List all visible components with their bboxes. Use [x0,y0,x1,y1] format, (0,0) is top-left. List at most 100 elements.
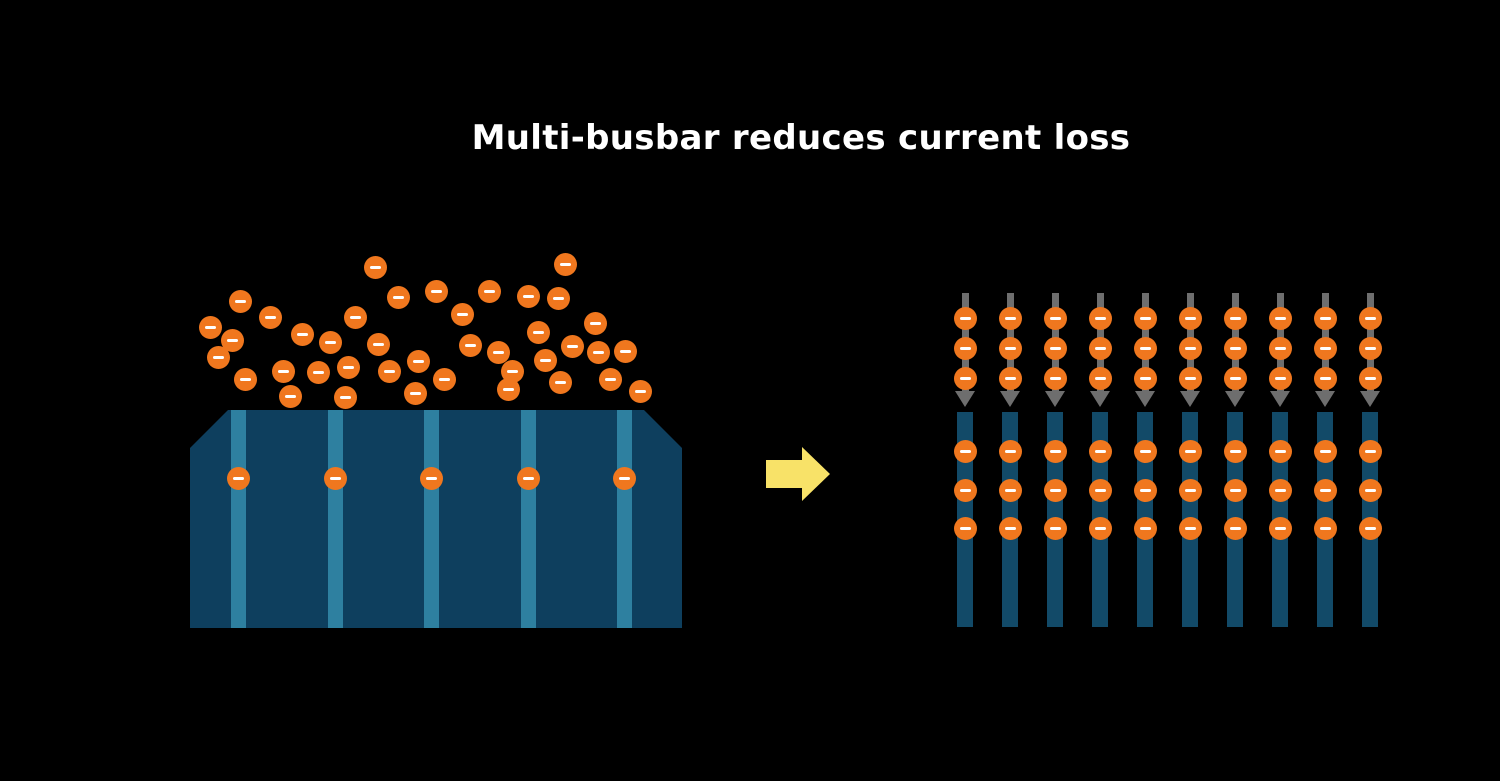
collected-electron-icon [1133,516,1157,540]
collected-electron-icon [1358,439,1382,463]
collected-electron-icon [1268,439,1292,463]
free-electron-icon [586,340,610,364]
collected-electron-icon [1043,439,1067,463]
free-electron-icon [258,305,282,329]
free-electron-icon [500,359,524,383]
transition-arrow-shaft [766,460,802,488]
incoming-electron-icon [1088,336,1112,360]
transition-arrow-head [802,447,830,501]
incoming-electron-icon [1358,306,1382,330]
busbar-stripe [617,410,632,628]
free-electron-icon [377,359,401,383]
busbar-stripe [231,410,246,628]
down-arrow-head-icon [1315,391,1335,407]
incoming-electron-icon [1268,336,1292,360]
free-electron-icon [458,333,482,357]
free-electron-icon [560,334,584,358]
busbar-electron-icon [419,466,443,490]
collected-electron-icon [953,478,977,502]
incoming-electron-icon [1223,366,1247,390]
down-arrow-head-icon [1270,391,1290,407]
incoming-electron-icon [1088,366,1112,390]
collected-electron-icon [953,516,977,540]
collected-electron-icon [1223,439,1247,463]
incoming-electron-icon [1223,306,1247,330]
incoming-electron-icon [1043,336,1067,360]
down-arrow-head-icon [1360,391,1380,407]
collected-electron-icon [1133,478,1157,502]
free-electron-icon [533,348,557,372]
free-electron-icon [318,330,342,354]
down-arrow-head-icon [1180,391,1200,407]
free-electron-icon [363,255,387,279]
incoming-electron-icon [1178,366,1202,390]
collected-electron-icon [1088,478,1112,502]
free-electron-icon [343,305,367,329]
free-electron-icon [598,367,622,391]
free-electron-icon [220,328,244,352]
free-electron-icon [548,370,572,394]
solar-cell-surface [190,410,682,628]
collected-electron-icon [1268,478,1292,502]
collected-electron-icon [1088,439,1112,463]
free-electron-icon [406,349,430,373]
free-electron-icon [271,359,295,383]
down-arrow-head-icon [1135,391,1155,407]
collected-electron-icon [1133,439,1157,463]
incoming-electron-icon [953,336,977,360]
collected-electron-icon [1178,478,1202,502]
incoming-electron-icon [1133,336,1157,360]
free-electron-icon [496,377,520,401]
incoming-electron-icon [1358,366,1382,390]
incoming-electron-icon [1313,366,1337,390]
free-electron-icon [386,285,410,309]
collected-electron-icon [1178,516,1202,540]
incoming-electron-icon [1268,366,1292,390]
collected-electron-icon [1223,478,1247,502]
collected-electron-icon [998,439,1022,463]
collected-electron-icon [1313,516,1337,540]
free-electron-icon [278,384,302,408]
free-electron-icon [450,302,474,326]
collected-electron-icon [1223,516,1247,540]
incoming-electron-icon [1313,336,1337,360]
collected-electron-icon [1088,516,1112,540]
collected-electron-icon [1313,439,1337,463]
down-arrow-head-icon [1090,391,1110,407]
free-electron-icon [613,339,637,363]
collected-electron-icon [1268,516,1292,540]
down-arrow-head-icon [1045,391,1065,407]
incoming-electron-icon [1223,336,1247,360]
incoming-electron-icon [1178,306,1202,330]
busbar-stripe [424,410,439,628]
busbar-electron-icon [226,466,250,490]
incoming-electron-icon [1268,306,1292,330]
collected-electron-icon [1043,516,1067,540]
free-electron-icon [403,381,427,405]
incoming-electron-icon [953,306,977,330]
free-electron-icon [546,286,570,310]
collected-electron-icon [1358,478,1382,502]
free-electron-icon [424,279,448,303]
busbar-stripe [521,410,536,628]
incoming-electron-icon [1133,306,1157,330]
incoming-electron-icon [1133,366,1157,390]
busbar-electron-icon [612,466,636,490]
incoming-electron-icon [1043,306,1067,330]
incoming-electron-icon [1088,306,1112,330]
down-arrow-head-icon [1000,391,1020,407]
free-electron-icon [432,367,456,391]
free-electron-icon [477,279,501,303]
collected-electron-icon [998,516,1022,540]
free-electron-icon [628,379,652,403]
collected-electron-icon [1178,439,1202,463]
free-electron-icon [583,311,607,335]
free-electron-icon [333,385,357,409]
down-arrow-head-icon [1225,391,1245,407]
free-electron-icon [198,315,222,339]
free-electron-icon [486,340,510,364]
collected-electron-icon [1358,516,1382,540]
incoming-electron-icon [953,366,977,390]
free-electron-icon [366,332,390,356]
incoming-electron-icon [1043,366,1067,390]
